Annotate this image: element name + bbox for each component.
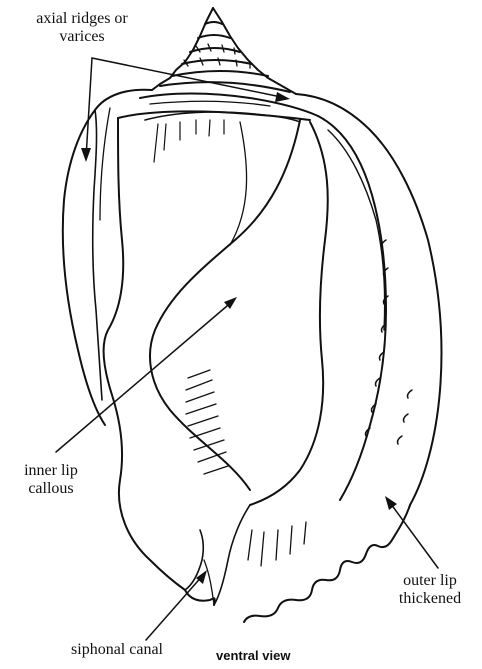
axial-ridges-label-line2: varices (4, 28, 160, 46)
axial-ridges-label-line1: axial ridges or (4, 10, 160, 28)
view-caption: ventral view (216, 648, 290, 663)
arrowhead-axial-left (81, 148, 91, 162)
inner-lip-label: inner lip callous (6, 462, 96, 498)
inner-lip-leader (56, 300, 234, 452)
axial-ridges-label: axial ridges or varices (4, 10, 160, 46)
axial-ridges-leader-left (86, 58, 92, 158)
spire (152, 8, 296, 94)
outer-lip-label-line2: thickened (382, 590, 478, 608)
siphonal-canal-label-line1: siphonal canal (52, 641, 182, 659)
outer-lip-label: outer lip thickened (382, 572, 478, 608)
leader-arrowheads (81, 92, 397, 584)
leader-lines (56, 58, 438, 640)
inner-lip-label-line2: callous (6, 480, 96, 498)
siphonal-canal-label: siphonal canal (52, 641, 182, 659)
arrowhead-outer-lip (385, 496, 397, 510)
arrowhead-axial-right (275, 92, 290, 102)
inner-lip-label-line1: inner lip (6, 462, 96, 480)
body-whorl (63, 90, 442, 622)
siphonal-canal-leader (146, 574, 204, 640)
outer-lip-label-line1: outer lip (382, 572, 478, 590)
